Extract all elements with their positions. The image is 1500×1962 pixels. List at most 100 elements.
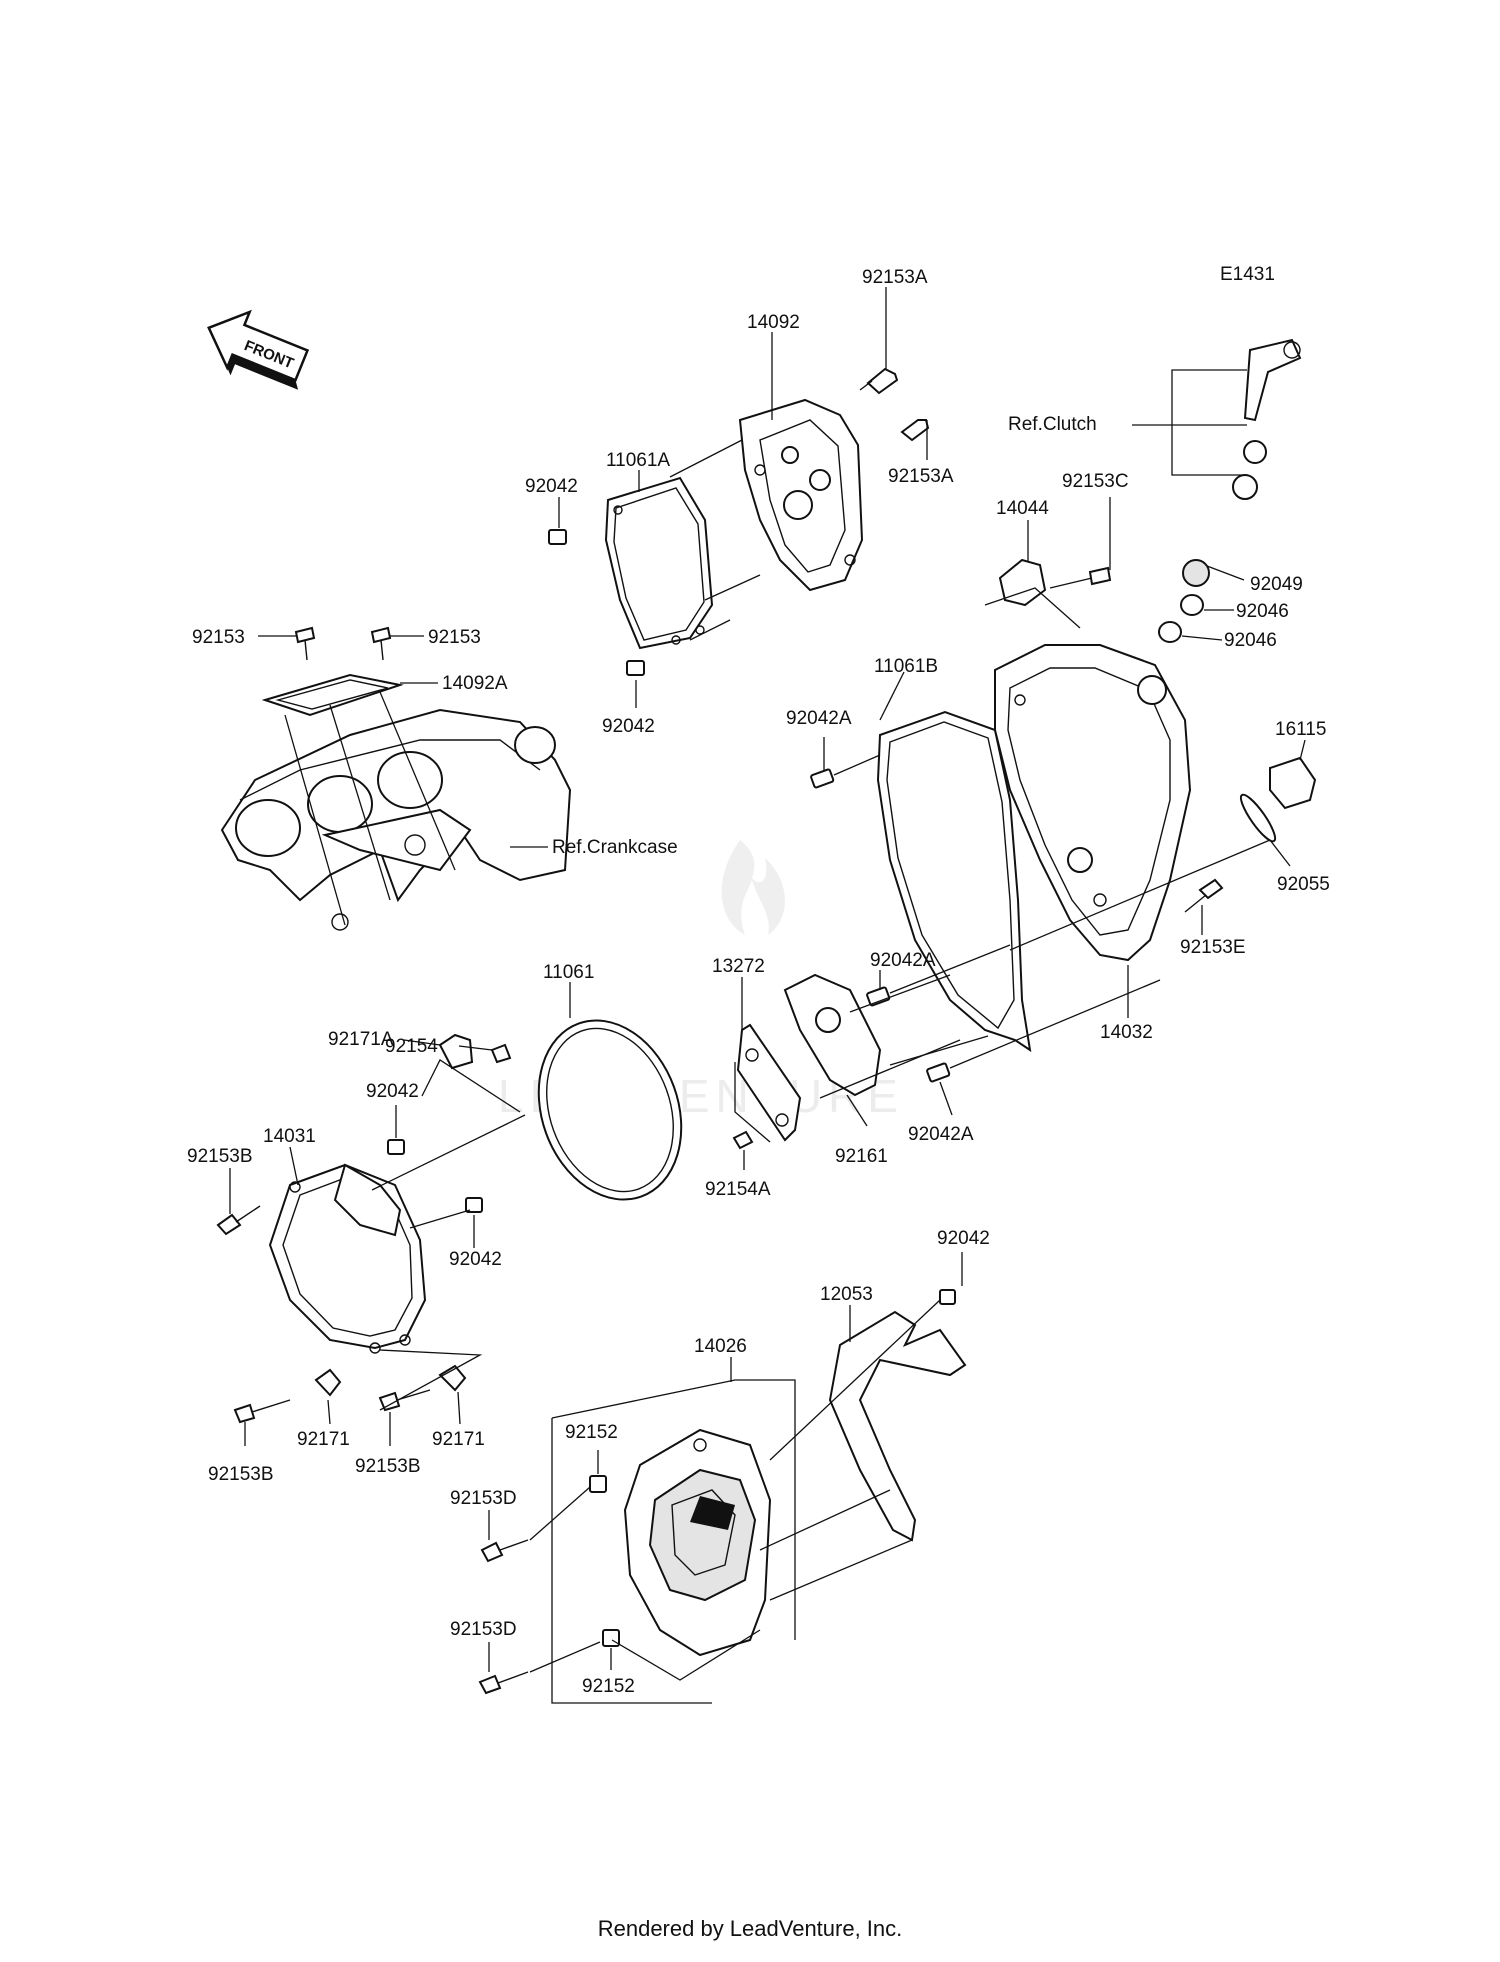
dowel-92042A-a[interactable] bbox=[810, 768, 835, 789]
label-92049[interactable]: 92049 bbox=[1250, 574, 1303, 595]
generator-cover-14031[interactable] bbox=[268, 1163, 427, 1354]
bolt-92153D-b[interactable] bbox=[478, 1671, 529, 1695]
leaders-right bbox=[823, 369, 1306, 1116]
label-16115[interactable]: 16115 bbox=[1275, 719, 1326, 740]
dowel-92042A-b[interactable] bbox=[866, 986, 891, 1007]
label-92042-a[interactable]: 92042 bbox=[525, 476, 578, 497]
clamp-92171-b[interactable] bbox=[438, 1364, 467, 1392]
collar-92152-b[interactable] bbox=[602, 1629, 620, 1647]
leaders-bottom bbox=[488, 1252, 963, 1704]
bolt-92153C[interactable] bbox=[1049, 566, 1112, 589]
seal-92049[interactable] bbox=[1182, 559, 1210, 587]
o-ring-92055[interactable] bbox=[1236, 791, 1280, 845]
label-11061[interactable]: 11061 bbox=[543, 962, 594, 983]
label-92154[interactable]: 92154 bbox=[385, 1036, 438, 1057]
bolt-92153B-a[interactable] bbox=[216, 1205, 261, 1236]
dowel-92042A-c[interactable] bbox=[926, 1062, 951, 1083]
label-92153-left[interactable]: 92153 bbox=[192, 627, 245, 648]
label-92171A[interactable]: 92171A bbox=[328, 1029, 394, 1050]
label-92171-a[interactable]: 92171 bbox=[297, 1429, 350, 1450]
bolt-92153A-top[interactable] bbox=[859, 367, 899, 395]
cover-14092[interactable] bbox=[738, 398, 864, 592]
front-arrow-icon: FRONT bbox=[207, 309, 310, 390]
label-92042-b[interactable]: 92042 bbox=[602, 716, 655, 737]
label-92154A[interactable]: 92154A bbox=[705, 1179, 771, 1200]
leaders-cylinder bbox=[258, 635, 548, 926]
sprocket-cover-14026[interactable] bbox=[623, 1428, 772, 1657]
label-92055[interactable]: 92055 bbox=[1277, 874, 1330, 895]
label-92153D-a[interactable]: 92153D bbox=[450, 1488, 517, 1509]
bolt-92153D-a[interactable] bbox=[480, 1539, 529, 1563]
label-92153B-a[interactable]: 92153B bbox=[187, 1146, 253, 1167]
gasket-11061[interactable] bbox=[515, 1000, 706, 1219]
dowel-92042-a[interactable] bbox=[548, 529, 567, 545]
dowel-92042-c[interactable] bbox=[387, 1139, 405, 1155]
bushing-92046-a[interactable] bbox=[1180, 594, 1204, 616]
clamp-92171A[interactable] bbox=[438, 1033, 474, 1070]
label-92153D-b[interactable]: 92153D bbox=[450, 1619, 517, 1640]
plate-14092A[interactable] bbox=[261, 673, 404, 717]
clutch-cover-14032[interactable] bbox=[994, 644, 1192, 962]
footer-credit: Rendered by LeadVenture, Inc. bbox=[597, 1916, 903, 1941]
part-labels: 92153A 14092 11061A 92153A 92042 Ref.Clu… bbox=[187, 267, 1330, 1697]
guide-12053[interactable] bbox=[828, 1310, 967, 1542]
label-92153-right[interactable]: 92153 bbox=[428, 627, 481, 648]
plate-13272[interactable] bbox=[736, 1023, 802, 1142]
label-92042-c[interactable]: 92042 bbox=[366, 1081, 419, 1102]
collar-92152-a[interactable] bbox=[589, 1475, 607, 1493]
label-92153B-b[interactable]: 92153B bbox=[208, 1464, 274, 1485]
bolt-92154A[interactable] bbox=[732, 1130, 754, 1150]
dowel-92042-b[interactable] bbox=[626, 660, 645, 676]
label-ref-crankcase[interactable]: Ref.Crankcase bbox=[552, 837, 678, 858]
plug-16115[interactable] bbox=[1269, 756, 1317, 810]
bolt-92153-right[interactable] bbox=[370, 626, 392, 661]
label-92042-d[interactable]: 92042 bbox=[449, 1249, 502, 1270]
bracket-14044[interactable] bbox=[998, 558, 1047, 607]
rubber-92161[interactable] bbox=[783, 973, 882, 1097]
label-11061B[interactable]: 11061B bbox=[874, 656, 938, 677]
bolt-92154[interactable] bbox=[490, 1043, 512, 1064]
bolt-92153E[interactable] bbox=[1184, 878, 1224, 913]
label-92042A-c[interactable]: 92042A bbox=[908, 1124, 974, 1145]
label-13272[interactable]: 13272 bbox=[712, 956, 765, 977]
label-ref-clutch[interactable]: Ref.Clutch bbox=[1008, 414, 1097, 435]
bushing-92046-b[interactable] bbox=[1158, 621, 1182, 643]
label-92153A-right[interactable]: 92153A bbox=[888, 466, 954, 487]
label-14092[interactable]: 14092 bbox=[747, 312, 800, 333]
clutch-lever-assembly[interactable] bbox=[1232, 338, 1302, 500]
leaders-middle bbox=[403, 974, 989, 1170]
label-92042A-a[interactable]: 92042A bbox=[786, 708, 852, 729]
label-92042-e[interactable]: 92042 bbox=[937, 1228, 990, 1249]
label-92153A-top[interactable]: 92153A bbox=[862, 267, 928, 288]
dowel-92042-e[interactable] bbox=[939, 1289, 956, 1305]
label-92153C[interactable]: 92153C bbox=[1062, 471, 1129, 492]
label-14031[interactable]: 14031 bbox=[263, 1126, 316, 1147]
bolt-92153B-c[interactable] bbox=[378, 1389, 431, 1412]
label-92046-a[interactable]: 92046 bbox=[1236, 601, 1289, 622]
label-92046-b[interactable]: 92046 bbox=[1224, 630, 1277, 651]
bolt-92153-left[interactable] bbox=[294, 626, 316, 661]
label-14026[interactable]: 14026 bbox=[694, 1336, 747, 1357]
bolt-92153A-right[interactable] bbox=[900, 419, 930, 442]
label-11061A[interactable]: 11061A bbox=[606, 450, 670, 471]
label-14092A[interactable]: 14092A bbox=[442, 673, 508, 694]
label-92152-b[interactable]: 92152 bbox=[582, 1676, 635, 1697]
bolt-92153B-b[interactable] bbox=[233, 1399, 291, 1424]
label-14032[interactable]: 14032 bbox=[1100, 1022, 1153, 1043]
clamp-92171-a[interactable] bbox=[314, 1368, 342, 1397]
leaders-lower-left bbox=[229, 1059, 526, 1446]
label-92042A-b[interactable]: 92042A bbox=[870, 950, 936, 971]
leaders-top-center bbox=[558, 287, 928, 708]
label-92153B-c[interactable]: 92153B bbox=[355, 1456, 421, 1477]
label-92171-b[interactable]: 92171 bbox=[432, 1429, 485, 1450]
gasket-11061A[interactable] bbox=[604, 476, 714, 650]
label-92161[interactable]: 92161 bbox=[835, 1146, 888, 1167]
label-92152-a[interactable]: 92152 bbox=[565, 1422, 618, 1443]
label-14044[interactable]: 14044 bbox=[996, 498, 1049, 519]
diagram-id: E1431 bbox=[1220, 264, 1275, 285]
label-12053[interactable]: 12053 bbox=[820, 1284, 873, 1305]
label-92153E[interactable]: 92153E bbox=[1180, 937, 1246, 958]
dowel-92042-d[interactable] bbox=[465, 1197, 483, 1213]
cylinder-block bbox=[220, 708, 572, 931]
